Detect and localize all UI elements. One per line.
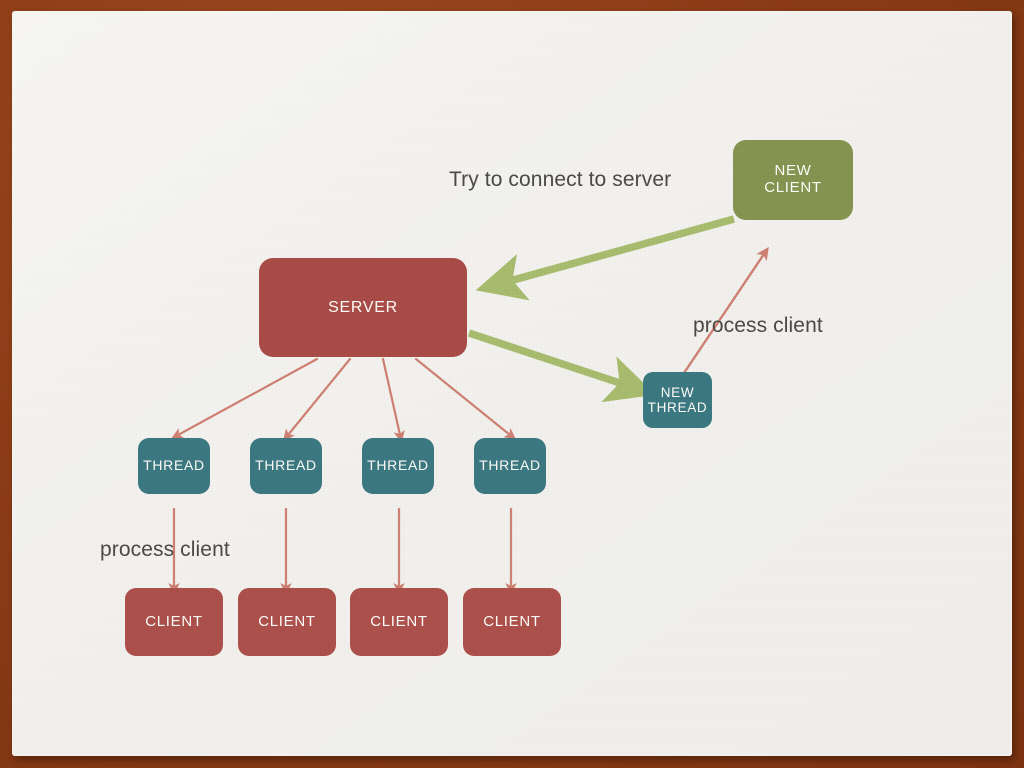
edge-server-to-thread-3 (381, 357, 405, 443)
diagram-canvas: Try to connect to server process client … (12, 11, 1012, 756)
caption-try-to-connect: Try to connect to server (449, 168, 672, 191)
node-thread-2[interactable]: THREAD (250, 438, 322, 494)
node-new-thread[interactable]: NEW THREAD (643, 372, 712, 428)
node-thread-3[interactable]: THREAD (362, 438, 434, 494)
node-client-3[interactable]: CLIENT (350, 588, 448, 656)
node-server-label: SERVER (328, 298, 398, 316)
edge-newthread-to-newclient (682, 246, 769, 375)
node-client-4-label: CLIENT (483, 612, 541, 630)
node-client-2[interactable]: CLIENT (238, 588, 336, 656)
node-thread-4[interactable]: THREAD (474, 438, 546, 494)
connector-layer (168, 215, 769, 595)
node-new-client-label-line1: NEW (774, 162, 812, 180)
node-client-4[interactable]: CLIENT (463, 588, 561, 656)
node-client-3-label: CLIENT (370, 612, 428, 630)
caption-process-client-left: process client (100, 538, 230, 561)
node-thread-1-label: THREAD (143, 457, 205, 474)
edge-server-to-newthread (467, 329, 656, 403)
node-thread-1[interactable]: THREAD (138, 438, 210, 494)
node-client-2-label: CLIENT (258, 612, 316, 630)
node-new-client-label-line2: CLIENT (764, 179, 822, 196)
edge-server-to-thread-2 (282, 357, 352, 442)
node-thread-4-label: THREAD (479, 457, 541, 474)
edge-server-to-thread-1 (171, 357, 319, 439)
node-client-1[interactable]: CLIENT (125, 588, 223, 656)
node-thread-3-label: THREAD (367, 457, 429, 474)
node-new-thread-label-line1: NEW (660, 384, 695, 400)
node-server[interactable]: SERVER (259, 258, 467, 357)
node-thread-2-label: THREAD (255, 457, 317, 474)
edge-server-to-thread-4 (414, 357, 517, 440)
node-new-client[interactable]: NEW CLIENT (733, 140, 853, 220)
node-new-thread-label-line2: THREAD (647, 400, 708, 415)
edge-newclient-to-server (475, 215, 735, 301)
caption-process-client-right: process client (693, 314, 823, 337)
node-client-1-label: CLIENT (145, 612, 203, 630)
